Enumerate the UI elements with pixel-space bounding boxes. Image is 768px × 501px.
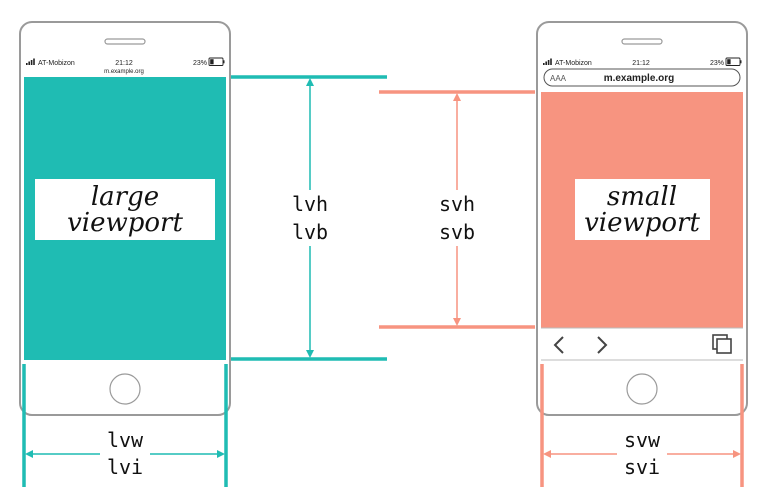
large-viewport-label-line1: large [91, 182, 159, 212]
lvb-label: lvb [292, 220, 328, 244]
right-url-label: m.example.org [604, 73, 675, 84]
svw-label: svw [624, 428, 661, 452]
right-phone-speaker [621, 38, 663, 45]
large-viewport-label-line2: viewport [67, 208, 183, 238]
small-width-indicator: svw svi [540, 364, 744, 487]
right-time-label: 21:12 [632, 60, 650, 67]
right-viewport-label-box [575, 179, 710, 240]
small-height-indicator: svh svb [379, 90, 535, 329]
lvi-label: lvi [107, 455, 143, 479]
svb-label: svb [439, 220, 475, 244]
lvw-label: lvw [107, 428, 144, 452]
right-signal-icon [543, 58, 552, 65]
right-url-bar[interactable] [543, 68, 741, 87]
left-time-label: 21:12 [115, 60, 133, 67]
large-width-indicator: lvw lvi [22, 364, 228, 487]
right-battery-label: 23% [710, 60, 724, 67]
left-battery-icon [208, 57, 225, 66]
left-phone: AT-Mobizon 21:12 23% m.example.org large… [19, 21, 231, 416]
text-size-icon[interactable]: AAA [550, 74, 567, 83]
left-phone-speaker [104, 38, 146, 45]
svh-label: svh [439, 192, 475, 216]
right-phone: AT-Mobizon 21:12 23% AAA m.example.org s… [536, 21, 748, 416]
back-icon[interactable] [553, 336, 564, 354]
left-home-button [109, 373, 141, 405]
large-height-indicator: lvh lvb [231, 75, 387, 361]
lvh-label: lvh [292, 192, 328, 216]
left-battery-label: 23% [193, 60, 207, 67]
svi-label: svi [624, 455, 660, 479]
left-carrier-label: AT-Mobizon [38, 60, 75, 67]
small-viewport-label-line2: viewport [584, 208, 700, 238]
left-url-label: m.example.org [104, 69, 144, 75]
small-viewport-label-line1: small [607, 182, 677, 212]
right-carrier-label: AT-Mobizon [555, 60, 592, 67]
forward-icon[interactable] [597, 336, 608, 354]
right-home-button [626, 373, 658, 405]
left-signal-icon [26, 58, 35, 65]
right-battery-icon [725, 57, 742, 66]
tabs-icon[interactable] [712, 334, 732, 354]
left-viewport-label-box [35, 179, 215, 240]
